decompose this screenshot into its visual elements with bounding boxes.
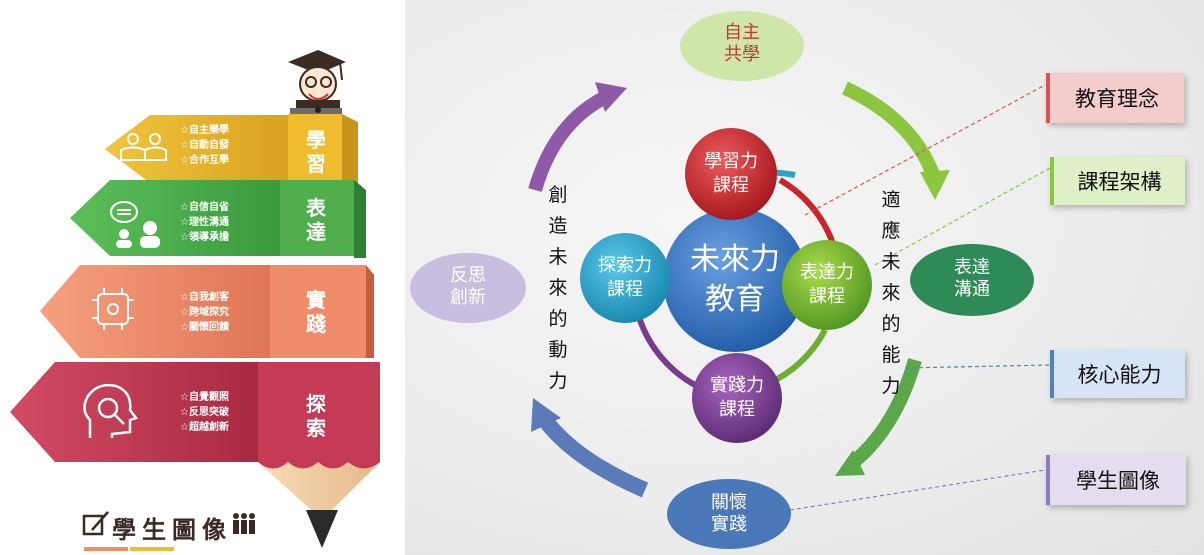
arrow-bottom-right (845, 358, 922, 471)
layer-practice (40, 265, 374, 358)
list-item: ☆理性溝通 (180, 217, 229, 228)
student-image-title: 學生圖像 (112, 516, 232, 544)
layer-items-explore: ☆自覺觀照 ☆反思突破 ☆超越創新 (180, 390, 229, 435)
arrow-top-right (842, 81, 942, 183)
future-education-diagram: 未來力 教育 學習力課程 表達力課程 實踐力課程 探索力課程 自主共學 表達溝通… (405, 0, 1204, 555)
layer-items-learning: ☆自主樂學 ☆自動自發 ☆合作互學 (180, 123, 229, 168)
arrow-top-left (528, 88, 614, 192)
pencil-infographic (10, 50, 380, 551)
label-core-competency: 核心能力 (1050, 350, 1185, 398)
petal-expression (782, 240, 872, 330)
petal-learning (685, 128, 777, 220)
center-circle (663, 208, 807, 352)
pencil-wood-tip (258, 462, 380, 520)
list-item: ☆自主樂學 (180, 125, 229, 136)
oval-care-practice (667, 479, 791, 549)
oval-care-label: 關懷實踐 (711, 492, 747, 535)
oval-self-learning (680, 11, 804, 81)
hands-network-icon (92, 288, 134, 330)
petal-practice-label: 實踐力課程 (710, 375, 764, 420)
center-title: 未來力 教育 (690, 242, 780, 317)
people-speech-icon (110, 201, 160, 248)
petal-expression-label: 表達力課程 (800, 262, 854, 307)
people-group-icon (233, 513, 255, 534)
arrow-bottom-left (538, 415, 649, 498)
list-item: ☆自信自省 (180, 202, 229, 213)
label-student-image: 學生圖像 (1046, 455, 1186, 505)
layer-explore (10, 362, 380, 462)
list-item: ☆跨域探究 (180, 307, 229, 318)
left-vertical-motto: 創 造 未 來 的 動 力 (548, 184, 568, 392)
petal-learning-label: 學習力課程 (704, 151, 758, 196)
right-vertical-motto: 適 應 未 來 的 能 力 (881, 189, 901, 397)
layer-items-expression: ☆自信自省 ☆理性溝通 ☆領導承擔 (180, 200, 229, 245)
list-item: ☆自動自發 (180, 140, 229, 151)
oval-expression-label: 表達溝通 (954, 257, 990, 300)
list-item: ☆關懷回饋 (180, 322, 229, 333)
petal-explore-label: 探索力課程 (598, 255, 652, 300)
list-item: ☆合作互學 (180, 155, 229, 166)
oval-reflection-innovation (410, 253, 526, 323)
list-item: ☆超越創新 (180, 422, 229, 433)
student-image-panel: 學 習 表 達 實 踐 探 索 ☆自主樂學 ☆自動自發 ☆合作互學 ☆自信自省 … (0, 0, 400, 555)
book-pen-icon (82, 511, 109, 536)
petal-practice (692, 353, 782, 443)
head-magnifier-icon (83, 383, 139, 438)
list-item: ☆自我創客 (180, 292, 229, 303)
list-item: ☆自覺觀照 (180, 392, 229, 403)
layer-name-explore: 探 索 (306, 392, 326, 440)
layer-name-learning: 學 習 (306, 128, 326, 176)
diagram-canvas (410, 11, 1051, 549)
layer-learning (105, 114, 358, 184)
label-connectors (789, 84, 1051, 511)
pencil-lead (306, 510, 338, 548)
petal-explore (580, 233, 670, 323)
students-reading-icon (120, 133, 167, 161)
oval-self-learning-label: 自主共學 (724, 22, 760, 65)
list-item: ☆反思突破 (180, 407, 229, 418)
mascot-scholar-icon (288, 50, 346, 108)
layer-expression (70, 180, 366, 258)
label-educational-philosophy: 教育理念 (1046, 73, 1184, 123)
oval-reflection-label: 反思創新 (450, 265, 486, 308)
layer-items-practice: ☆自我創客 ☆跨域探究 ☆關懷回饋 (180, 290, 229, 335)
layer-name-practice: 實 踐 (306, 288, 326, 336)
oval-expression-communication (910, 244, 1034, 316)
label-curriculum-structure: 課程架構 (1050, 157, 1185, 205)
layer-name-expression: 表 達 (306, 196, 326, 244)
list-item: ☆領導承擔 (180, 232, 229, 243)
